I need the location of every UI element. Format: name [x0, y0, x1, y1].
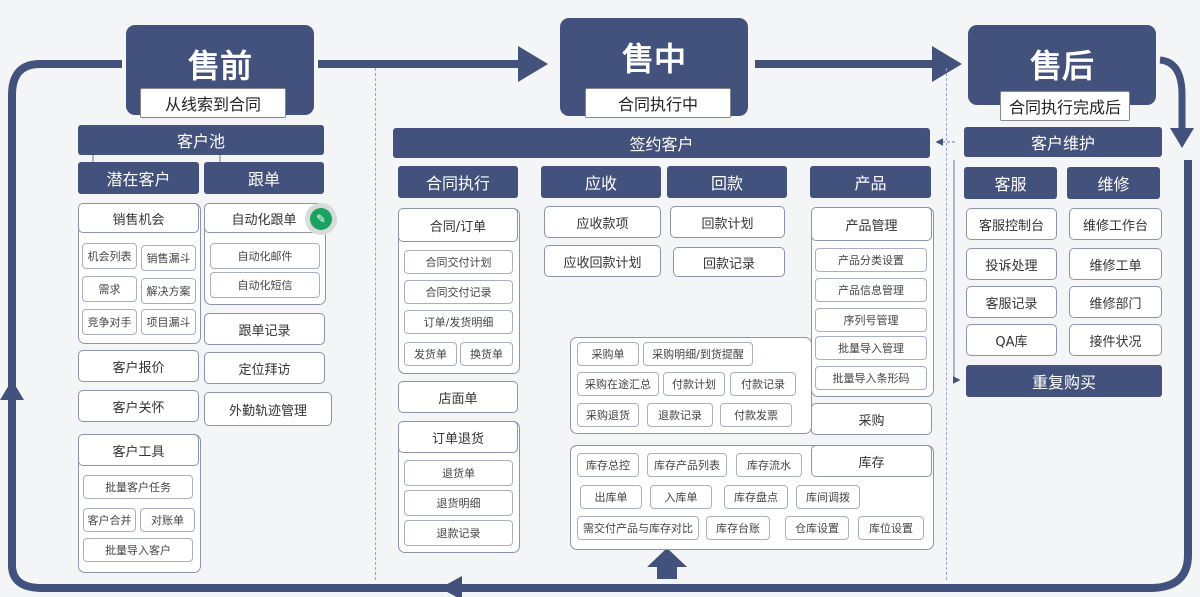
- product-item[interactable]: 产品信息管理: [815, 278, 927, 302]
- product-header[interactable]: 产品: [810, 166, 931, 198]
- repair-item[interactable]: 维修工作台: [1069, 208, 1162, 240]
- inventory-item[interactable]: 库存流水: [736, 453, 802, 477]
- service-item[interactable]: 客服记录: [966, 286, 1057, 318]
- return-item[interactable]: 退货单: [404, 460, 513, 486]
- inventory-item[interactable]: 库间调拨: [796, 485, 860, 509]
- product-management[interactable]: 产品管理: [811, 207, 932, 241]
- flow-arrow-presale-to-insale: [318, 46, 548, 82]
- inventory-item[interactable]: 仓库设置: [785, 516, 849, 540]
- contract-item[interactable]: 发货单: [404, 342, 457, 366]
- purchase-item[interactable]: 采购单: [577, 342, 639, 366]
- auto-item[interactable]: 自动化短信: [210, 272, 320, 298]
- purchase-item[interactable]: 付款记录: [730, 372, 796, 396]
- payment-item[interactable]: 回款计划: [670, 206, 785, 238]
- badge-icon[interactable]: ✎: [305, 203, 337, 235]
- presale-subtitle: 从线索到合同: [140, 88, 286, 118]
- inventory-item[interactable]: 库存总控: [577, 453, 639, 477]
- field-track-management[interactable]: 外勤轨迹管理: [204, 392, 332, 426]
- payment-item[interactable]: 回款记录: [673, 247, 785, 277]
- green-badge-icon: ✎: [310, 208, 332, 230]
- service-header[interactable]: 客服: [964, 167, 1057, 199]
- inventory-item[interactable]: 库存盘点: [724, 485, 788, 509]
- aftersale-subtitle: 合同执行完成后: [1000, 91, 1130, 121]
- inventory-item[interactable]: 出库单: [580, 485, 642, 509]
- opportunity-item[interactable]: 解决方案: [141, 278, 196, 304]
- customer-quote[interactable]: 客户报价: [78, 350, 199, 382]
- receivable-header[interactable]: 应收: [541, 166, 661, 198]
- flow-arrow-aftersale-down: [1159, 56, 1194, 148]
- inventory-item[interactable]: 库位设置: [858, 516, 924, 540]
- product-item[interactable]: 批量导入条形码: [815, 366, 927, 390]
- inventory-up-arrow: [647, 548, 687, 579]
- repair-header[interactable]: 维修: [1067, 167, 1160, 199]
- tools-item[interactable]: 批量导入客户: [83, 538, 193, 562]
- product-item[interactable]: 批量导入管理: [815, 336, 927, 360]
- receivable-item[interactable]: 应收回款计划: [544, 245, 661, 277]
- customer-maintain-header[interactable]: 客户维护: [964, 127, 1162, 157]
- flow-arrow-loop-back: [0, 60, 1192, 597]
- contract-exec-header[interactable]: 合同执行: [398, 166, 518, 198]
- opportunity-item[interactable]: 销售漏斗: [141, 245, 196, 271]
- contract-order[interactable]: 合同/订单: [398, 208, 518, 242]
- followup-record[interactable]: 跟单记录: [204, 313, 325, 345]
- purchase-item[interactable]: 付款计划: [663, 372, 725, 396]
- repair-item[interactable]: 维修部门: [1069, 286, 1162, 318]
- sales-opportunity[interactable]: 销售机会: [78, 203, 199, 233]
- inventory-item[interactable]: 库存台账: [706, 516, 770, 540]
- contract-item[interactable]: 合同交付计划: [404, 250, 513, 274]
- store-order[interactable]: 店面单: [398, 381, 518, 413]
- repurchase[interactable]: 重复购买: [966, 365, 1162, 397]
- flow-arrow-insale-to-aftersale: [755, 46, 962, 82]
- customer-pool-header[interactable]: 客户池: [78, 125, 324, 155]
- tools-item[interactable]: 批量客户任务: [83, 475, 193, 499]
- order-return[interactable]: 订单退货: [398, 421, 518, 453]
- customer-care[interactable]: 客户关怀: [78, 390, 199, 422]
- return-item[interactable]: 退款记录: [404, 520, 513, 546]
- service-item[interactable]: 投诉处理: [966, 248, 1057, 280]
- followup-header[interactable]: 跟单: [204, 162, 324, 194]
- inventory-item[interactable]: 库存产品列表: [647, 453, 727, 477]
- opportunity-item[interactable]: 需求: [82, 276, 137, 302]
- opportunity-item[interactable]: 项目漏斗: [141, 309, 196, 335]
- tools-item[interactable]: 对账单: [140, 508, 195, 532]
- location-visit[interactable]: 定位拜访: [204, 352, 325, 384]
- receivable-item[interactable]: 应收款项: [544, 206, 661, 238]
- insale-subtitle: 合同执行中: [585, 88, 731, 118]
- signed-customer-header[interactable]: 签约客户: [393, 128, 930, 158]
- purchase-item[interactable]: 退款记录: [647, 403, 713, 427]
- opportunity-item[interactable]: 机会列表: [82, 243, 137, 269]
- product-item[interactable]: 序列号管理: [815, 308, 927, 332]
- product-item[interactable]: 产品分类设置: [815, 248, 927, 272]
- contract-item[interactable]: 合同交付记录: [404, 280, 513, 304]
- divider-presale: [375, 68, 376, 580]
- tools-item[interactable]: 客户合并: [83, 508, 136, 532]
- contract-item[interactable]: 订单/发货明细: [404, 310, 513, 334]
- service-item[interactable]: QA库: [966, 324, 1057, 356]
- payment-back-header[interactable]: 回款: [667, 166, 787, 198]
- purchase-item[interactable]: 付款发票: [720, 403, 792, 427]
- divider-aftersale: [946, 68, 947, 580]
- auto-item[interactable]: 自动化邮件: [210, 243, 320, 269]
- purchase-item[interactable]: 采购明细/到货提醒: [643, 342, 753, 366]
- customer-tools[interactable]: 客户工具: [78, 434, 199, 466]
- inventory-item[interactable]: 入库单: [650, 485, 712, 509]
- purchase-item[interactable]: 采购退货: [577, 403, 639, 427]
- potential-customer-header[interactable]: 潜在客户: [78, 162, 199, 194]
- auto-followup[interactable]: 自动化跟单: [204, 203, 324, 233]
- inventory[interactable]: 库存: [811, 445, 932, 477]
- service-item[interactable]: 客服控制台: [966, 208, 1057, 240]
- repair-item[interactable]: 维修工单: [1069, 248, 1162, 280]
- purchase[interactable]: 采购: [811, 403, 932, 435]
- opportunity-item[interactable]: 竞争对手: [82, 309, 137, 335]
- repair-item[interactable]: 接件状况: [1069, 324, 1162, 356]
- inventory-item[interactable]: 需交付产品与库存对比: [577, 516, 699, 540]
- return-item[interactable]: 退货明细: [404, 490, 513, 516]
- contract-item[interactable]: 换货单: [460, 342, 513, 366]
- purchase-item[interactable]: 采购在途汇总: [577, 372, 659, 396]
